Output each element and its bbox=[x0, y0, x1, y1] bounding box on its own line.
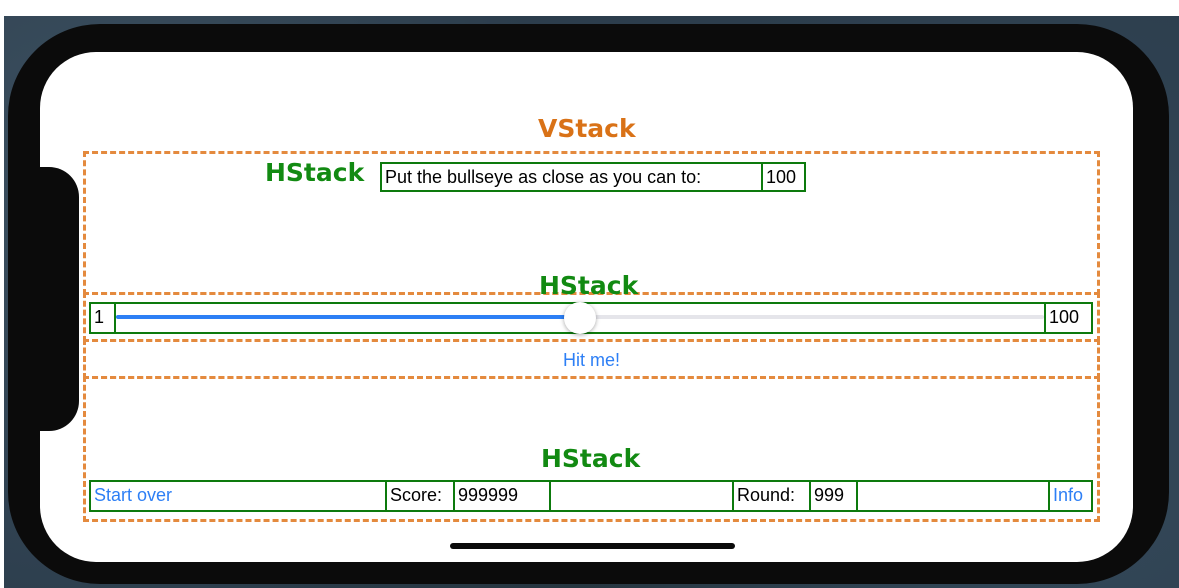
hstack-top-label: HStack bbox=[265, 158, 365, 187]
hit-me-button[interactable]: Hit me! bbox=[562, 350, 620, 370]
slider-min-label: 1 bbox=[89, 302, 116, 334]
score-value: 999999 bbox=[453, 480, 551, 512]
round-label: Round: bbox=[732, 480, 811, 512]
vstack-label: VStack bbox=[538, 114, 636, 143]
hstack-bottom-label: HStack bbox=[541, 444, 641, 473]
phone-notch bbox=[33, 167, 79, 431]
score-label: Score: bbox=[385, 480, 455, 512]
spacer-right bbox=[856, 480, 1050, 512]
spacer-left bbox=[549, 480, 734, 512]
info-button[interactable]: Info bbox=[1048, 480, 1093, 512]
start-over-button[interactable]: Start over bbox=[89, 480, 387, 512]
instruction-text: Put the bullseye as close as you can to: bbox=[380, 162, 763, 192]
slider-max-label: 100 bbox=[1044, 302, 1093, 334]
bottom-section-dashed bbox=[83, 376, 1100, 522]
home-indicator bbox=[450, 543, 735, 549]
round-value: 999 bbox=[809, 480, 858, 512]
slider-track-fill bbox=[116, 315, 580, 319]
target-value: 100 bbox=[761, 162, 806, 192]
slider-thumb[interactable] bbox=[564, 302, 596, 334]
hstack-middle-label: HStack bbox=[539, 271, 639, 300]
